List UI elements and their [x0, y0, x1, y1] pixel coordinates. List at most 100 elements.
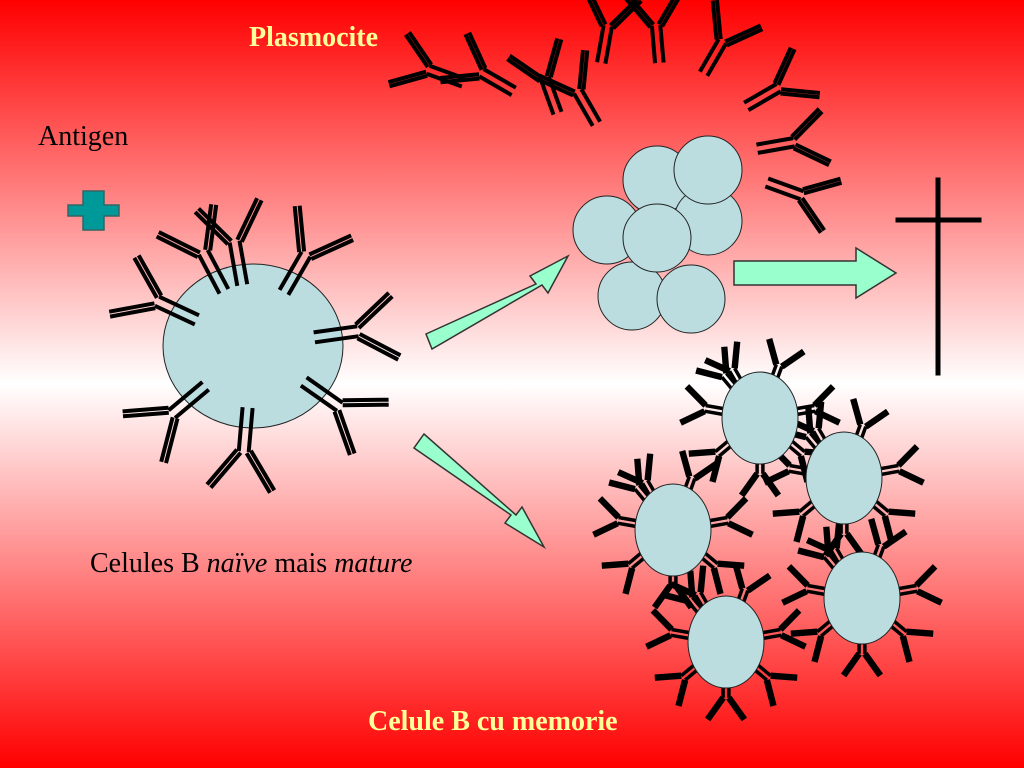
antibody-icon: [772, 493, 824, 543]
antibody-chain: [700, 565, 707, 593]
antibody-icon: [872, 444, 925, 486]
antibody-icon: [536, 49, 602, 127]
arrow-to-plasmocytes: [425, 254, 570, 351]
antibody-chain: [732, 562, 743, 590]
arrow-to-memory-cells: [412, 432, 547, 550]
antibody-chain: [788, 564, 810, 586]
antibody-chain: [239, 199, 264, 243]
antibody-chain: [916, 566, 938, 588]
antibody-chain: [597, 498, 619, 520]
antibody-chain: [629, 0, 656, 26]
antibody-chain: [764, 184, 802, 202]
antibody-icon: [387, 31, 466, 89]
antibody-chain: [916, 590, 942, 606]
antibody-chain: [815, 401, 822, 429]
antibody-chain: [796, 515, 807, 543]
antibody-chain: [781, 588, 807, 603]
antibody-chain: [756, 136, 794, 147]
antibody-chain: [703, 359, 730, 375]
antibody-chain: [764, 470, 790, 486]
antibody-chain: [780, 610, 802, 632]
naive-cell-antibodies: [108, 197, 402, 494]
antibody-chain: [776, 48, 797, 86]
antibody-chain: [157, 230, 201, 255]
antibody-chain: [358, 332, 402, 358]
antibody-chain: [654, 672, 682, 679]
antibody-chain: [833, 521, 840, 549]
antibody-chain: [577, 49, 585, 90]
antibody-chain: [850, 398, 861, 426]
antibody-chain: [780, 634, 806, 650]
antibody-chain: [342, 397, 389, 403]
antibody-chain: [227, 242, 240, 287]
antibody-chain: [154, 303, 196, 327]
antibody-chain: [601, 560, 629, 567]
antibody-chain: [647, 453, 654, 481]
antibody-chain: [782, 590, 808, 606]
memory-b-cell: [687, 595, 765, 689]
antibody-chain: [478, 74, 513, 97]
antibody-chain: [601, 563, 629, 569]
antibody-chain: [205, 448, 239, 486]
naive-b-cell: [162, 263, 344, 429]
antibody-chain: [899, 468, 925, 483]
antibody-chain: [688, 448, 716, 455]
antibody-chain: [591, 0, 608, 26]
antibody-chain: [852, 398, 864, 425]
antibody-chain: [299, 383, 339, 413]
antibody-chain: [686, 384, 708, 406]
antibody-chain: [167, 380, 204, 412]
plasmocyte-cell: [656, 264, 726, 334]
antibody-chain: [197, 207, 233, 243]
antibody-chain: [898, 446, 920, 468]
antibody-chain: [425, 71, 463, 89]
antibody-icon: [205, 407, 277, 494]
antibody-icon: [506, 37, 564, 116]
antibody-chain: [122, 405, 169, 414]
antibody-chain: [603, 26, 614, 64]
antibody-chain: [790, 107, 821, 139]
antibody-chain: [725, 496, 747, 518]
antibody-chain: [625, 567, 636, 595]
antibody-chain: [814, 635, 825, 663]
memory-b-cell: [721, 371, 799, 465]
antibody-chain: [734, 341, 741, 369]
antibody-chain: [579, 88, 602, 123]
antibody-chain: [762, 471, 782, 496]
antibody-chain: [616, 471, 643, 487]
antibody-chain: [544, 37, 560, 77]
antibody-chain: [538, 73, 576, 94]
antibody-chain: [651, 583, 671, 608]
antibody-chain: [548, 38, 564, 78]
antibody-chain: [772, 508, 800, 515]
antibody-chain: [747, 575, 772, 594]
antibody-chain: [292, 206, 302, 253]
antibody-chain: [675, 679, 686, 706]
antibody-chain: [807, 537, 833, 552]
antibody-chain: [906, 631, 934, 637]
antibody-chain: [593, 522, 619, 538]
antibody-chain: [746, 572, 770, 591]
antibody-chain: [717, 560, 745, 567]
antibody-chain: [870, 518, 882, 545]
caption-italic: naïve: [206, 548, 268, 579]
antibody-chain: [797, 199, 823, 234]
antibody-chain: [770, 675, 798, 681]
antibody-chain: [209, 451, 243, 489]
antibody-chain: [906, 628, 934, 635]
antibody-chain: [846, 531, 866, 556]
antibody-chain: [727, 498, 749, 520]
antibody-chain: [205, 249, 231, 290]
antibody-chain: [244, 452, 272, 494]
antibody-chain: [404, 33, 430, 69]
antibody-chain: [387, 69, 427, 85]
antibody-chain: [669, 583, 696, 599]
antibody-chain: [768, 338, 780, 365]
antibody-chain: [109, 306, 156, 319]
antibody-chain: [790, 631, 818, 637]
antibody-chain: [899, 635, 910, 663]
antibody-chain: [654, 675, 682, 681]
antibody-chain: [684, 386, 706, 408]
